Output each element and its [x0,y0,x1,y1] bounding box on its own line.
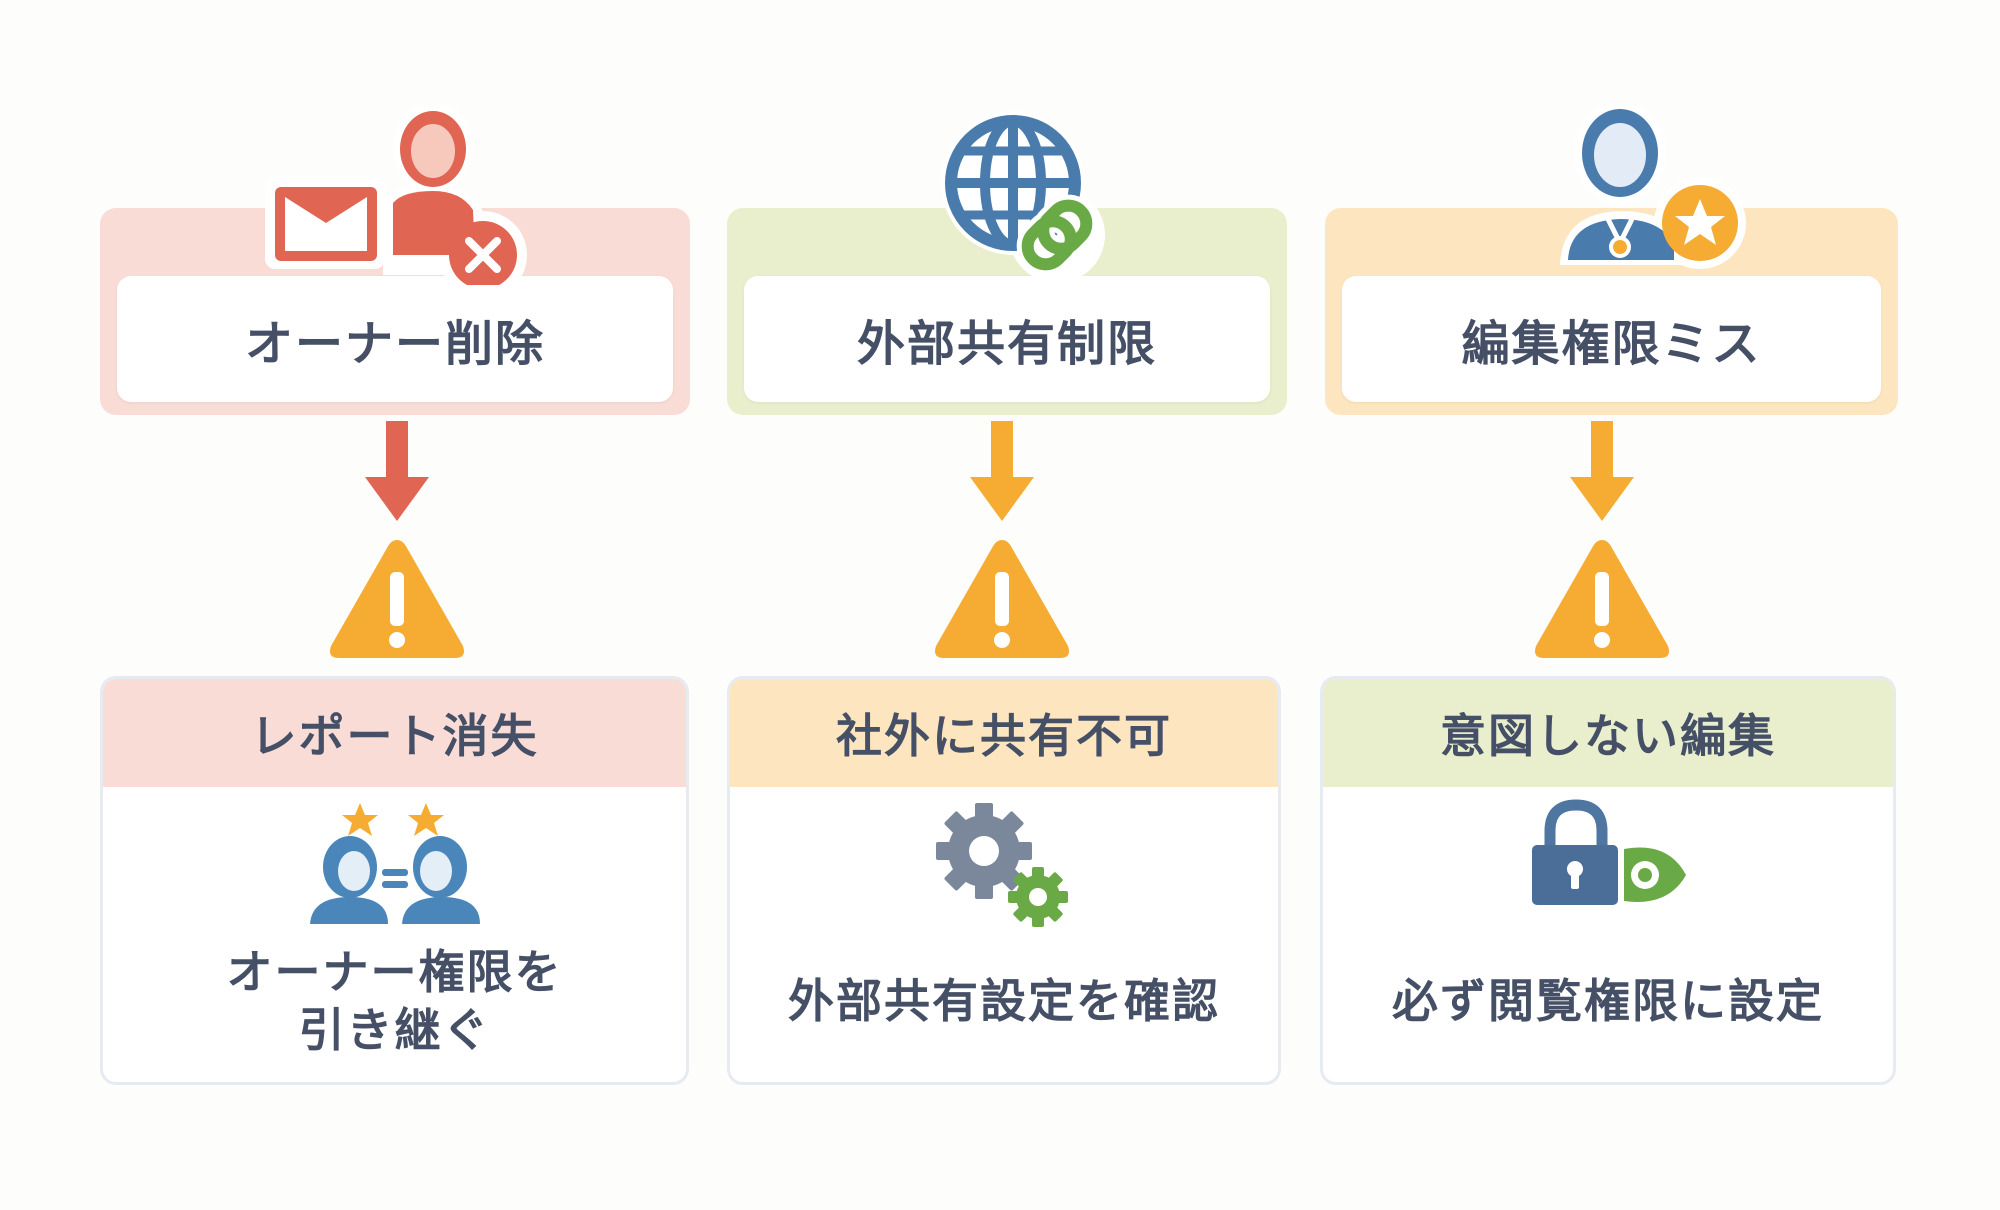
result-header: 社外に共有不可 [730,679,1278,787]
user-star-badge-icon [1540,101,1750,270]
result-action-line1: オーナー権限を [226,944,563,999]
arrow-down-icon [365,421,429,521]
cause-title: オーナー削除 [244,316,545,372]
result-action: 外部共有設定を確認 [730,939,1278,1062]
cause-title: 外部共有制限 [856,316,1157,372]
cause-label-panel: オーナー削除 [117,276,673,402]
arrow-down-icon [970,421,1034,521]
cause-box-external-sharing: 外部共有制限 [727,208,1287,415]
mail-user-remove-icon [265,101,535,299]
globe-link-icon [935,105,1115,285]
result-title: 社外に共有不可 [836,709,1172,763]
result-card-unintended-edit: 意図しない編集 必ず閲覧権限に設定 [1320,676,1896,1085]
warning-triangle-icon [1535,540,1669,658]
owner-transfer-icon [103,799,686,929]
result-card-report-loss: レポート消失 オーナー権限を 引き継ぐ [100,676,689,1085]
result-title: 意図しない編集 [1440,709,1776,763]
lock-eye-icon [1323,799,1893,929]
warning-triangle-icon [330,540,464,658]
cause-title: 編集権限ミス [1461,316,1762,372]
arrow-down-icon [1570,421,1634,521]
result-action-line1: 必ず閲覧権限に設定 [1392,973,1824,1028]
result-action: 必ず閲覧権限に設定 [1323,939,1893,1062]
result-action-line1: 外部共有設定を確認 [788,973,1220,1028]
result-title: レポート消失 [250,709,539,763]
cause-label-panel: 編集権限ミス [1342,276,1881,402]
result-action: オーナー権限を 引き継ぐ [103,939,686,1062]
result-action-line2: 引き継ぐ [298,1002,491,1057]
result-header: 意図しない編集 [1323,679,1893,787]
gears-icon [730,799,1278,929]
result-card-no-external-share: 社外に共有不可 [727,676,1281,1085]
cause-label-panel: 外部共有制限 [744,276,1270,402]
result-header: レポート消失 [103,679,686,787]
warning-triangle-icon [935,540,1069,658]
